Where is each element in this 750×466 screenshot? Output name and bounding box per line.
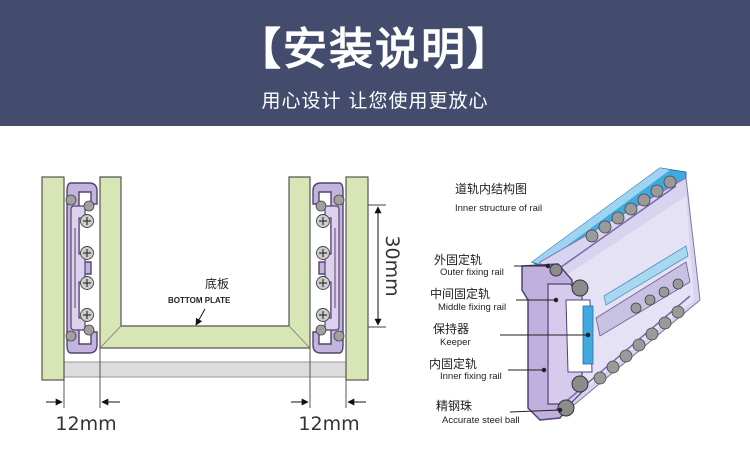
- height-dimension-label: 30mm: [381, 235, 403, 296]
- bottom-plate-label-en: BOTTOM PLATE: [168, 296, 231, 305]
- installation-diagram: 底板 BOTTOM PLATE 30mm 12mm 12mm: [41, 167, 701, 435]
- outer-panel-left: [41, 176, 65, 381]
- rail-structure-title-en: Inner structure of rail: [455, 203, 542, 214]
- bottom-strip: [41, 361, 369, 378]
- left-slide-rail: [65, 182, 98, 354]
- drawer-box: [99, 176, 311, 349]
- middle-rail-label-zh: 中间固定轨: [430, 286, 490, 301]
- bottom-plate-pointer: [195, 308, 206, 326]
- keeper-label-zh: 保持器: [433, 321, 469, 336]
- outer-rail-label-en: Outer fixing rail: [440, 267, 504, 278]
- header-banner: 【安装说明】 用心设计 让您使用更放心: [0, 0, 750, 126]
- bottom-plate-label-zh: 底板: [205, 276, 229, 291]
- inner-rail-label-en: Inner fixing rail: [440, 371, 502, 382]
- inner-rail-label-zh: 内固定轨: [429, 356, 477, 371]
- steel-ball-label-zh: 精钢珠: [436, 399, 472, 413]
- keeper-label-en: Keeper: [440, 337, 471, 348]
- outer-panel-right: [345, 176, 369, 381]
- leader-lines: [500, 263, 591, 413]
- outer-rail-label-zh: 外固定轨: [434, 252, 482, 267]
- rail-structure-title-zh: 道轨内结构图: [455, 181, 527, 196]
- right-slide-rail: [312, 182, 345, 354]
- banner-title: 【安装说明】: [237, 24, 513, 75]
- steel-ball-label-en: Accurate steel ball: [442, 415, 520, 426]
- right-gap-label: 12mm: [298, 413, 359, 435]
- cabinet-cross-section: 底板 BOTTOM PLATE 30mm 12mm 12mm: [41, 176, 403, 435]
- banner-subtitle: 用心设计 让您使用更放心: [261, 90, 489, 112]
- left-gap-label: 12mm: [55, 413, 116, 435]
- rail-structure-illustration: 道轨内结构图 Inner structure of rail 外固定轨 Oute…: [429, 167, 701, 426]
- middle-rail-label-en: Middle fixing rail: [438, 302, 506, 313]
